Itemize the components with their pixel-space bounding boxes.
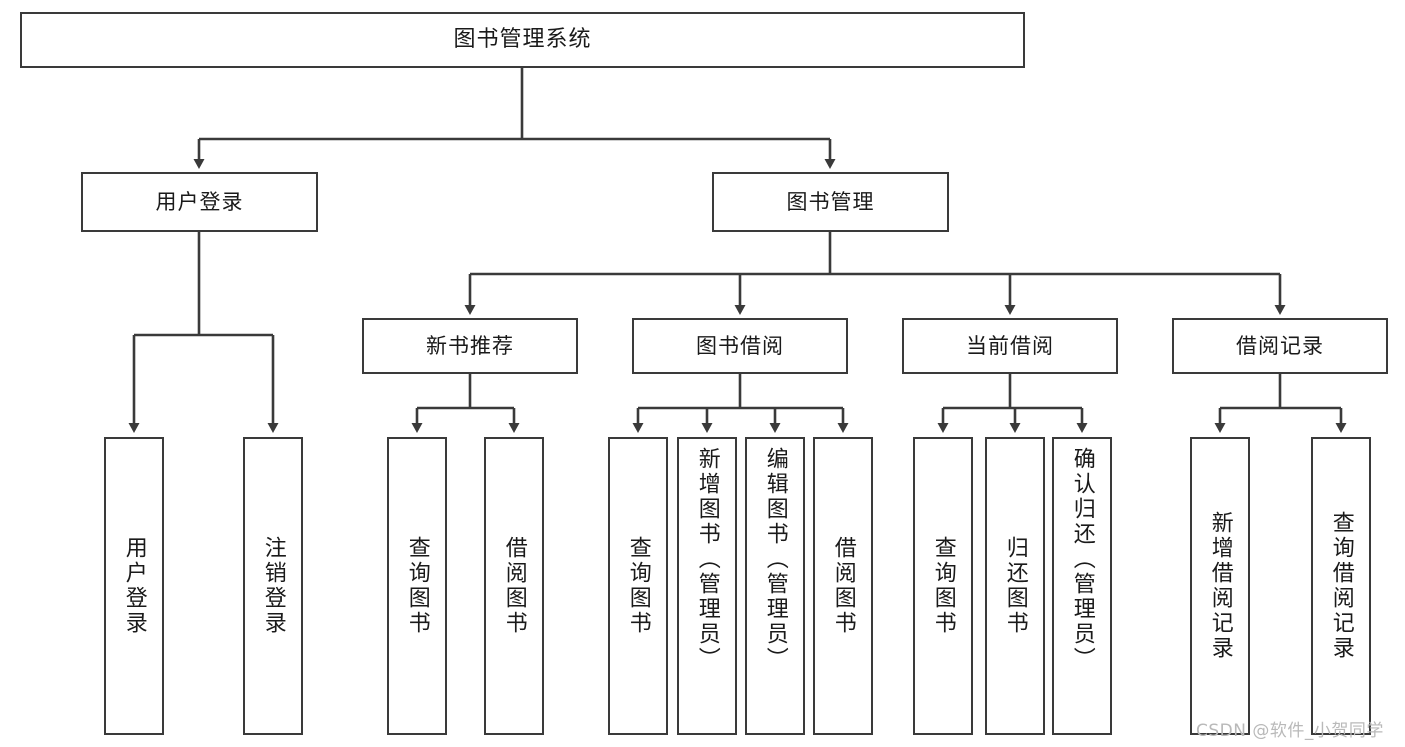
leaf-edit-book[interactable]: 编辑图书（管理员） [745,437,805,735]
leaf-edit-book-label: 编辑图书（管理员） [762,447,788,672]
node-book-borrow[interactable]: 图书借阅 [632,318,848,374]
node-root[interactable]: 图书管理系统 [20,12,1025,68]
leaf-query-book-rec-label: 查询图书 [404,536,430,636]
leaf-add-book[interactable]: 新增图书（管理员） [677,437,737,735]
leaf-return-book[interactable]: 归还图书 [985,437,1045,735]
leaf-user-login[interactable]: 用户登录 [104,437,164,735]
node-new-book-rec-label: 新书推荐 [426,333,514,358]
leaf-add-record[interactable]: 新增借阅记录 [1190,437,1250,735]
leaf-query-record-label: 查询借阅记录 [1328,511,1354,661]
leaf-borrow-book-rec-label: 借阅图书 [501,536,527,636]
leaf-add-book-label: 新增图书（管理员） [694,447,720,672]
node-current-borrow-label: 当前借阅 [966,333,1054,358]
leaf-query-book-borrow-label: 查询图书 [625,536,651,636]
node-book-borrow-label: 图书借阅 [696,333,784,358]
node-root-label: 图书管理系统 [453,27,592,53]
leaf-query-book-cur-label: 查询图书 [930,536,956,636]
leaf-borrow-book-rec[interactable]: 借阅图书 [484,437,544,735]
leaf-user-login-label: 用户登录 [121,536,147,636]
leaf-logout-label: 注销登录 [260,536,286,636]
leaf-return-book-label: 归还图书 [1002,536,1028,636]
leaf-logout[interactable]: 注销登录 [243,437,303,735]
node-user-login[interactable]: 用户登录 [81,172,318,232]
leaf-add-record-label: 新增借阅记录 [1207,511,1233,661]
node-book-manage-label: 图书管理 [786,189,875,214]
node-borrow-record[interactable]: 借阅记录 [1172,318,1388,374]
node-book-manage[interactable]: 图书管理 [712,172,949,232]
node-current-borrow[interactable]: 当前借阅 [902,318,1118,374]
leaf-query-book-borrow[interactable]: 查询图书 [608,437,668,735]
node-borrow-record-label: 借阅记录 [1236,333,1324,358]
leaf-borrow-book[interactable]: 借阅图书 [813,437,873,735]
leaf-query-book-rec[interactable]: 查询图书 [387,437,447,735]
node-user-login-label: 用户登录 [155,189,244,214]
leaf-confirm-return-label: 确认归还（管理员） [1069,447,1095,672]
leaf-query-book-cur[interactable]: 查询图书 [913,437,973,735]
leaf-borrow-book-label: 借阅图书 [830,536,856,636]
csdn-watermark: CSDN @软件_小贺同学 [1196,721,1384,741]
leaf-confirm-return[interactable]: 确认归还（管理员） [1052,437,1112,735]
node-new-book-rec[interactable]: 新书推荐 [362,318,578,374]
leaf-query-record[interactable]: 查询借阅记录 [1311,437,1371,735]
